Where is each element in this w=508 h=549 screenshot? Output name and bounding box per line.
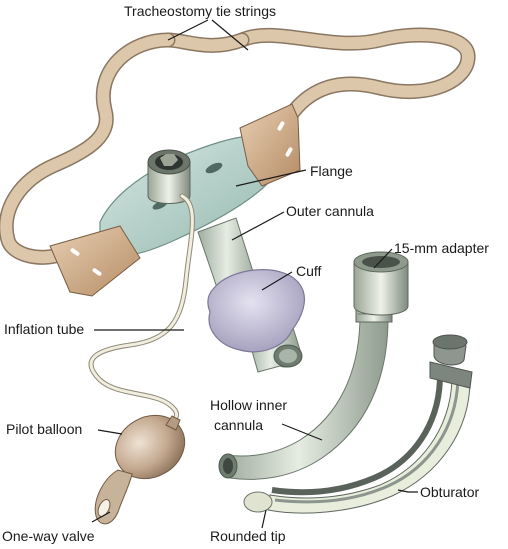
adapter-15mm — [353, 251, 409, 316]
label-inner-cannula-line1: Hollow inner — [210, 397, 287, 413]
inflation-tube — [88, 193, 195, 427]
labels: Tracheostomy tie strings Flange Outer ca… — [2, 3, 489, 544]
label-inner-cannula-line2: cannula — [214, 417, 263, 433]
flange-tab-left — [49, 225, 141, 297]
one-way-valve — [94, 469, 133, 525]
label-rounded-tip: Rounded tip — [210, 528, 286, 544]
label-one-way-valve: One-way valve — [2, 528, 95, 544]
obturator — [243, 334, 473, 514]
label-tie-strings: Tracheostomy tie strings — [124, 3, 276, 19]
label-outer-cannula: Outer cannula — [286, 203, 374, 219]
label-inflation-tube: Inflation tube — [4, 321, 84, 337]
leader-lines — [91, 19, 418, 529]
label-adapter: 15-mm adapter — [394, 240, 489, 256]
label-pilot-balloon: Pilot balloon — [6, 421, 82, 437]
tie-strings — [0, 27, 476, 265]
label-obturator: Obturator — [420, 484, 479, 500]
label-cuff: Cuff — [296, 263, 322, 279]
pilot-balloon — [114, 414, 186, 480]
label-flange: Flange — [310, 163, 353, 179]
flange-tab-right — [239, 103, 301, 187]
cuff — [207, 269, 305, 353]
outer-cannula-connector — [147, 149, 191, 204]
